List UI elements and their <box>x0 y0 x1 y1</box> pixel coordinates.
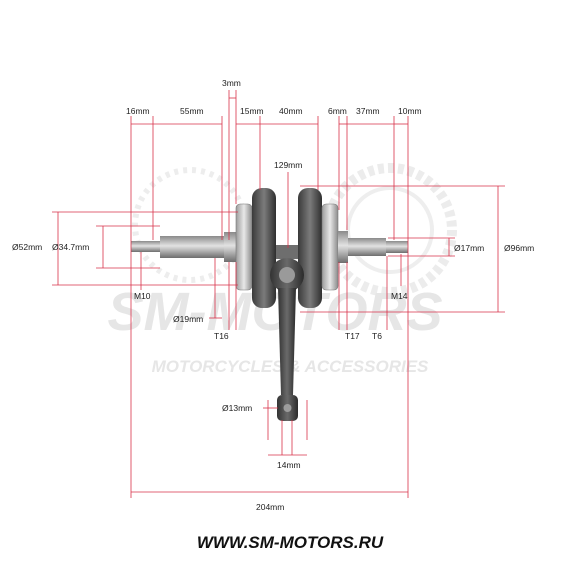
dim-3mm: 3mm <box>222 78 241 88</box>
dim-dia19: Ø19mm <box>173 314 203 324</box>
dim-55mm: 55mm <box>180 106 204 116</box>
dim-dia13: Ø13mm <box>222 403 252 413</box>
dim-t17: T17 <box>345 331 360 341</box>
right-crank-web <box>298 188 322 308</box>
dim-15mm: 15mm <box>240 106 264 116</box>
right-bearing <box>321 203 339 291</box>
website-url: WWW.SM-MOTORS.RU <box>197 533 384 552</box>
dim-t16: T16 <box>214 331 229 341</box>
crank-pin <box>276 245 298 259</box>
dim-t6: T6 <box>372 331 382 341</box>
dim-16mm: 16mm <box>126 106 150 116</box>
right-shaft-collar <box>338 231 348 263</box>
dim-dia96: Ø96mm <box>504 243 534 253</box>
dimension-labels: 16mm 55mm 3mm 15mm 40mm 6mm 37mm 10mm 12… <box>12 78 534 512</box>
dim-dia34-7: Ø34.7mm <box>52 242 89 252</box>
dim-37mm: 37mm <box>356 106 380 116</box>
left-bearing <box>235 203 253 291</box>
right-shaft-thread <box>386 241 408 253</box>
dim-m14: M14 <box>391 291 408 301</box>
connecting-rod <box>270 258 304 421</box>
left-shaft-collar <box>224 232 236 262</box>
dim-129mm: 129mm <box>274 160 302 170</box>
dim-6mm: 6mm <box>328 106 347 116</box>
dimension-lines <box>52 90 505 498</box>
dim-10mm: 10mm <box>398 106 422 116</box>
crankshaft-part <box>131 188 408 421</box>
left-crank-web <box>252 188 276 308</box>
dim-dia17: Ø17mm <box>454 243 484 253</box>
dim-14mm: 14mm <box>277 460 301 470</box>
left-shaft <box>160 236 224 258</box>
dim-dia52: Ø52mm <box>12 242 42 252</box>
dim-204mm: 204mm <box>256 502 284 512</box>
dim-m10: M10 <box>134 291 151 301</box>
dim-40mm: 40mm <box>279 106 303 116</box>
right-shaft <box>348 238 386 256</box>
left-shaft-thread <box>131 241 161 252</box>
